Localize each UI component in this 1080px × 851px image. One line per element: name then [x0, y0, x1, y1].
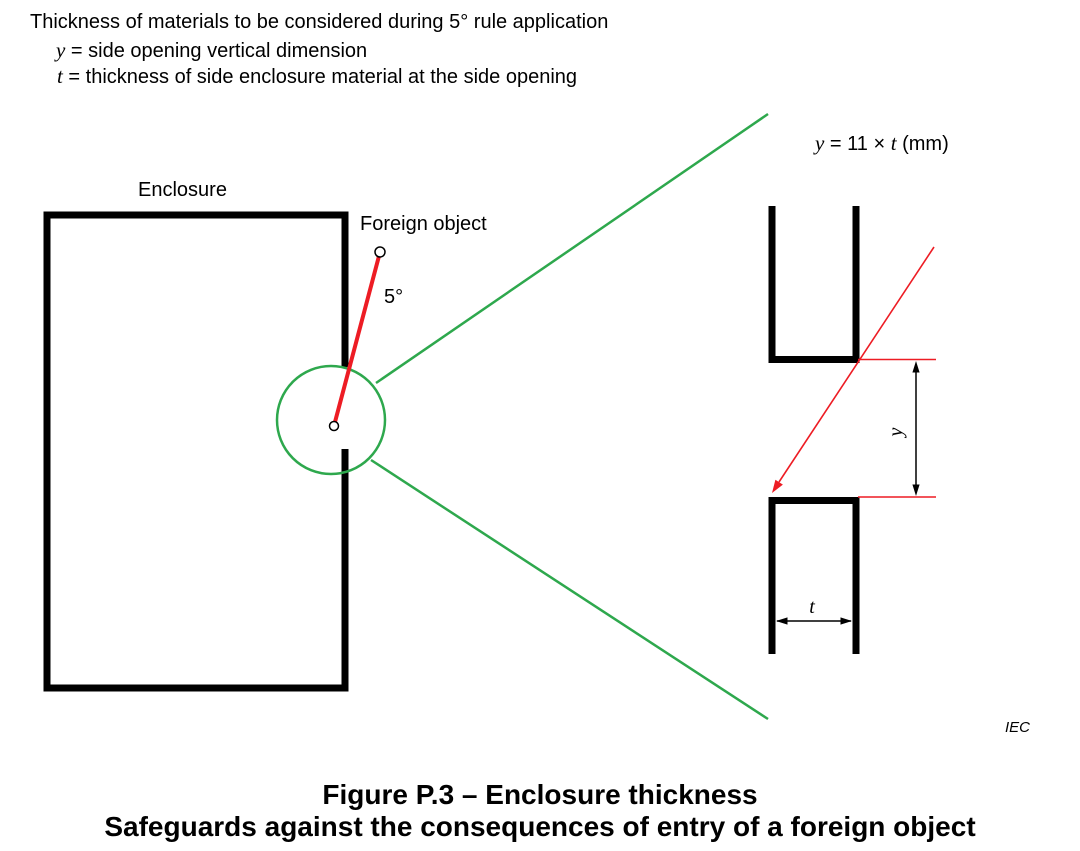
- formula-unit: (mm): [902, 133, 949, 155]
- figure-intro-title: Thickness of materials to be considered …: [30, 11, 609, 33]
- magnifier-circle: [275, 364, 387, 476]
- caption-line-2: Safeguards against the consequences of e…: [104, 811, 976, 842]
- t-dimension-arrowhead-right: [840, 617, 852, 625]
- iec-mark: IEC: [1005, 719, 1031, 736]
- callout-line-lower: [370, 458, 769, 721]
- entry-path-line: [778, 246, 935, 483]
- callout-line-upper: [375, 112, 769, 385]
- legend-var-y: y: [56, 38, 66, 62]
- t-dimension: t: [776, 596, 852, 625]
- enclosure-label: Enclosure: [138, 179, 227, 201]
- entry-path-arrowhead: [772, 479, 783, 493]
- detail-lower-wall: [768, 497, 860, 654]
- enclosure-outline: [43, 211, 349, 692]
- formula-body: = 11 ×: [829, 133, 886, 155]
- legend-line-t: t = thickness of side enclosure material…: [57, 63, 577, 90]
- formula-var-y: y: [815, 131, 825, 155]
- legend-text-t: = thickness of side enclosure material a…: [68, 66, 578, 88]
- foreign-object-label: Foreign object: [360, 213, 487, 235]
- detail-upper-wall: [768, 206, 860, 363]
- legend-var-t: t: [57, 64, 63, 88]
- dim-t-label: t: [809, 596, 815, 618]
- formula-var-t: t: [890, 131, 897, 155]
- legend-text-y: = side opening vertical dimension: [70, 40, 368, 62]
- caption-line-1: Figure P.3 – Enclosure thickness: [322, 779, 758, 810]
- t-dimension-arrowhead-left: [776, 617, 788, 625]
- foreign-object-dot-top: [374, 246, 386, 258]
- y-dimension: y: [885, 361, 920, 496]
- y-dimension-arrowhead-bottom: [912, 484, 920, 496]
- diagram-svg: Enclosure Foreign object 5°: [43, 112, 936, 721]
- foreign-object-line: [333, 255, 381, 423]
- foreign-object-dot-bottom: [328, 420, 340, 432]
- angle-label: 5°: [384, 286, 403, 308]
- dim-y-label: y: [885, 427, 907, 438]
- formula: y = 11 × t (mm): [815, 130, 949, 157]
- entry-path-arrow: [772, 246, 935, 493]
- legend-line-y: y = side opening vertical dimension: [56, 37, 367, 64]
- y-dimension-arrowhead-top: [912, 361, 920, 373]
